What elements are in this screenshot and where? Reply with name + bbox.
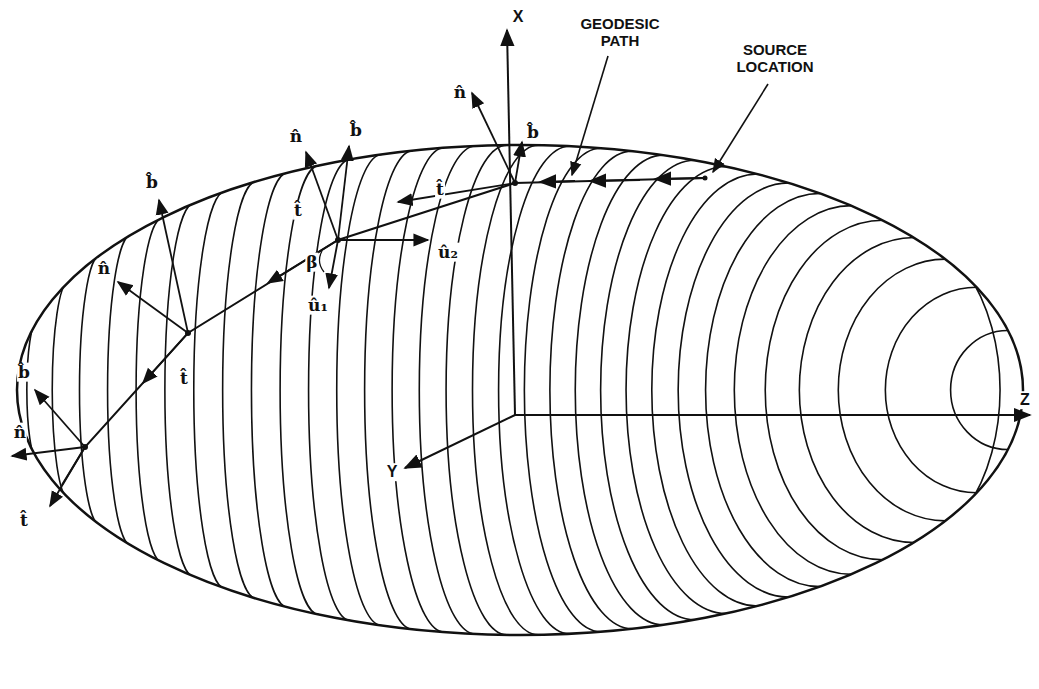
latitude-ring xyxy=(108,235,131,546)
vector-label: b̂ xyxy=(145,173,159,192)
latitude-ring xyxy=(337,154,382,625)
latitude-ring xyxy=(838,259,1039,521)
latitude-ring xyxy=(446,145,507,635)
latitude-ring xyxy=(136,218,162,563)
latitude-ring xyxy=(575,155,663,625)
latitude-ring xyxy=(165,204,194,577)
latitude-ring xyxy=(524,148,600,632)
vector-label: b̂ xyxy=(17,363,31,382)
latitude-ring xyxy=(678,183,789,597)
geodesic-path xyxy=(62,178,705,485)
vector-label: t̂ xyxy=(293,201,303,220)
latitude-ring xyxy=(626,167,726,614)
latitude-ring xyxy=(194,192,225,589)
axes xyxy=(405,30,1030,468)
latitude-ring xyxy=(601,160,695,619)
callout-text: GEODESIC PATH xyxy=(569,16,671,49)
vector-label: n̂ xyxy=(453,83,467,102)
vector-arrows xyxy=(12,93,522,506)
ellipsoid-outline xyxy=(17,145,1023,635)
angle-label: β xyxy=(305,253,318,272)
latitude-ring xyxy=(309,159,351,620)
latitude-ring xyxy=(52,282,68,498)
latitude-ring xyxy=(550,151,632,629)
latitude-ring xyxy=(652,174,758,606)
vector-label: b̂ xyxy=(349,121,363,140)
vector-label: n̂ xyxy=(289,127,303,146)
latitude-ring xyxy=(79,255,99,524)
latitude-ring xyxy=(885,287,1039,493)
path-points xyxy=(82,176,708,451)
latitude-ring xyxy=(365,151,413,630)
vector-label: û₁ xyxy=(307,296,329,315)
vector-label: b̂ xyxy=(526,123,540,142)
latitude-ring xyxy=(734,206,851,575)
callout-text: SOURCE LOCATION xyxy=(728,42,822,75)
latitude-ring xyxy=(951,330,1039,449)
latitude-ring xyxy=(499,146,570,634)
vector-label: û₂ xyxy=(437,243,459,262)
axis-label: X xyxy=(512,8,525,26)
latitude-ring xyxy=(473,145,539,635)
latitude-ring xyxy=(251,173,287,608)
latitude-ring xyxy=(765,220,1000,560)
vector-label: t̂ xyxy=(435,180,445,199)
vector-label: n̂ xyxy=(97,259,111,278)
latitude-ring xyxy=(706,193,820,586)
latitude-rings xyxy=(27,145,1039,635)
axis-label: Z xyxy=(1019,391,1031,409)
latitude-ring xyxy=(419,146,475,634)
vector-label: n̂ xyxy=(13,423,27,442)
vector-label: t̂ xyxy=(19,511,29,530)
vector-label: t̂ xyxy=(179,369,189,388)
latitude-ring xyxy=(799,238,1028,543)
axis-label: Y xyxy=(386,463,399,481)
latitude-ring xyxy=(280,165,319,614)
